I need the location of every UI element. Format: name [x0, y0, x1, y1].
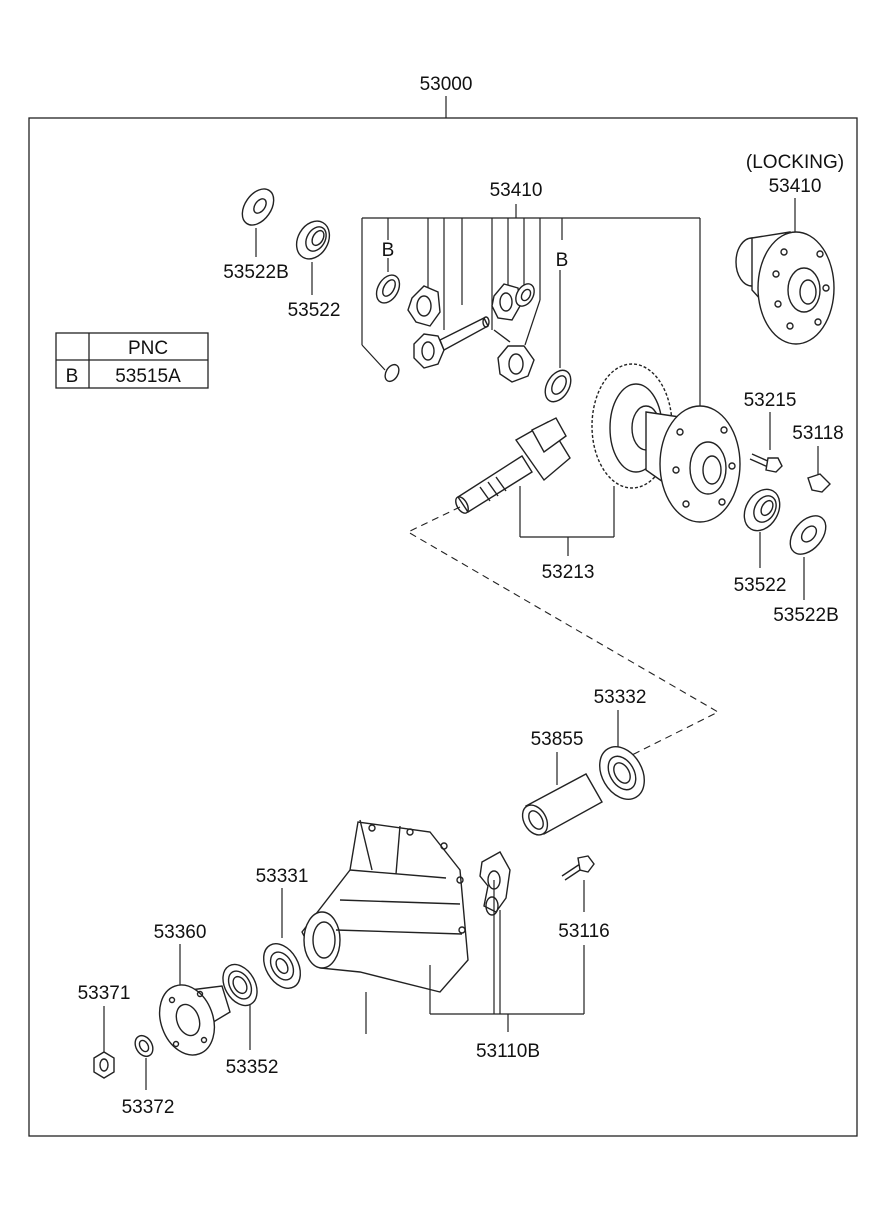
carrier-housing [301, 819, 469, 993]
label-53213[interactable]: 53213 [542, 562, 595, 583]
thrust-washer-inner [515, 283, 535, 307]
assembly-frame [28, 117, 858, 1137]
legend-key-b: B [66, 366, 79, 387]
thrust-washer-left [375, 274, 401, 304]
bearing-53331 [262, 943, 302, 989]
label-53110b[interactable]: 53110B [476, 1041, 540, 1062]
label-53522-top[interactable]: 53522 [288, 300, 341, 321]
drive-pinion [455, 417, 571, 514]
washer-53522b-right [789, 515, 827, 555]
label-53855[interactable]: 53855 [531, 729, 584, 750]
bearing-53332 [599, 746, 645, 800]
label-53352[interactable]: 53352 [226, 1057, 279, 1078]
pnc-legend-table: PNC B 53515A [55, 332, 209, 389]
washer-53522b-top [241, 188, 275, 226]
oil-seal-53352 [222, 963, 258, 1007]
differential-case [645, 405, 741, 523]
small-washer-left [384, 363, 400, 383]
bolt-53116 [561, 855, 595, 881]
label-53371[interactable]: 53371 [78, 983, 131, 1004]
clip-53118 [807, 473, 831, 493]
bracket-53213 [519, 486, 615, 556]
label-53332[interactable]: 53332 [594, 687, 647, 708]
bearing-53522-top [295, 220, 331, 260]
label-53215[interactable]: 53215 [744, 390, 797, 411]
spacer-53855 [521, 773, 603, 836]
label-b-left: B [382, 240, 395, 261]
assembly-path-dashed [406, 506, 720, 756]
label-53522-right[interactable]: 53522 [734, 575, 787, 596]
side-gear-right [491, 283, 521, 321]
bracket-53110b [429, 880, 585, 1032]
label-53118[interactable]: 53118 [792, 423, 843, 444]
label-53522b-right[interactable]: 53522B [773, 605, 839, 626]
label-locking-note: (LOCKING) [746, 152, 844, 173]
bearing-53522-right [743, 488, 781, 532]
legend-header-pnc: PNC [128, 338, 168, 359]
label-53372[interactable]: 53372 [122, 1097, 175, 1118]
label-53522b-top[interactable]: 53522B [223, 262, 289, 283]
label-53410-locking[interactable]: 53410 [769, 176, 822, 197]
label-53331[interactable]: 53331 [256, 866, 309, 887]
pinion-gear-left [413, 333, 445, 369]
pinion-shaft [439, 316, 490, 351]
locking-differential-case [735, 231, 835, 345]
washer-53372 [134, 1034, 154, 1058]
thrust-washer-right [544, 369, 572, 403]
label-53410[interactable]: 53410 [490, 180, 543, 201]
assembly-part-number[interactable]: 53000 [420, 74, 473, 95]
bolt-53215 [749, 453, 783, 473]
pinion-gear-right [497, 345, 535, 383]
legend-value-53515a[interactable]: 53515A [115, 366, 181, 387]
companion-flange-53360 [158, 984, 231, 1056]
side-gear-left [407, 285, 441, 327]
nut-53371 [93, 1051, 115, 1079]
bearing-cap-53110b [479, 851, 511, 916]
label-53360[interactable]: 53360 [154, 922, 207, 943]
label-b-right: B [556, 250, 569, 271]
lock-pin [493, 329, 511, 343]
label-53116[interactable]: 53116 [558, 921, 609, 942]
bracket-53410 [361, 204, 701, 420]
